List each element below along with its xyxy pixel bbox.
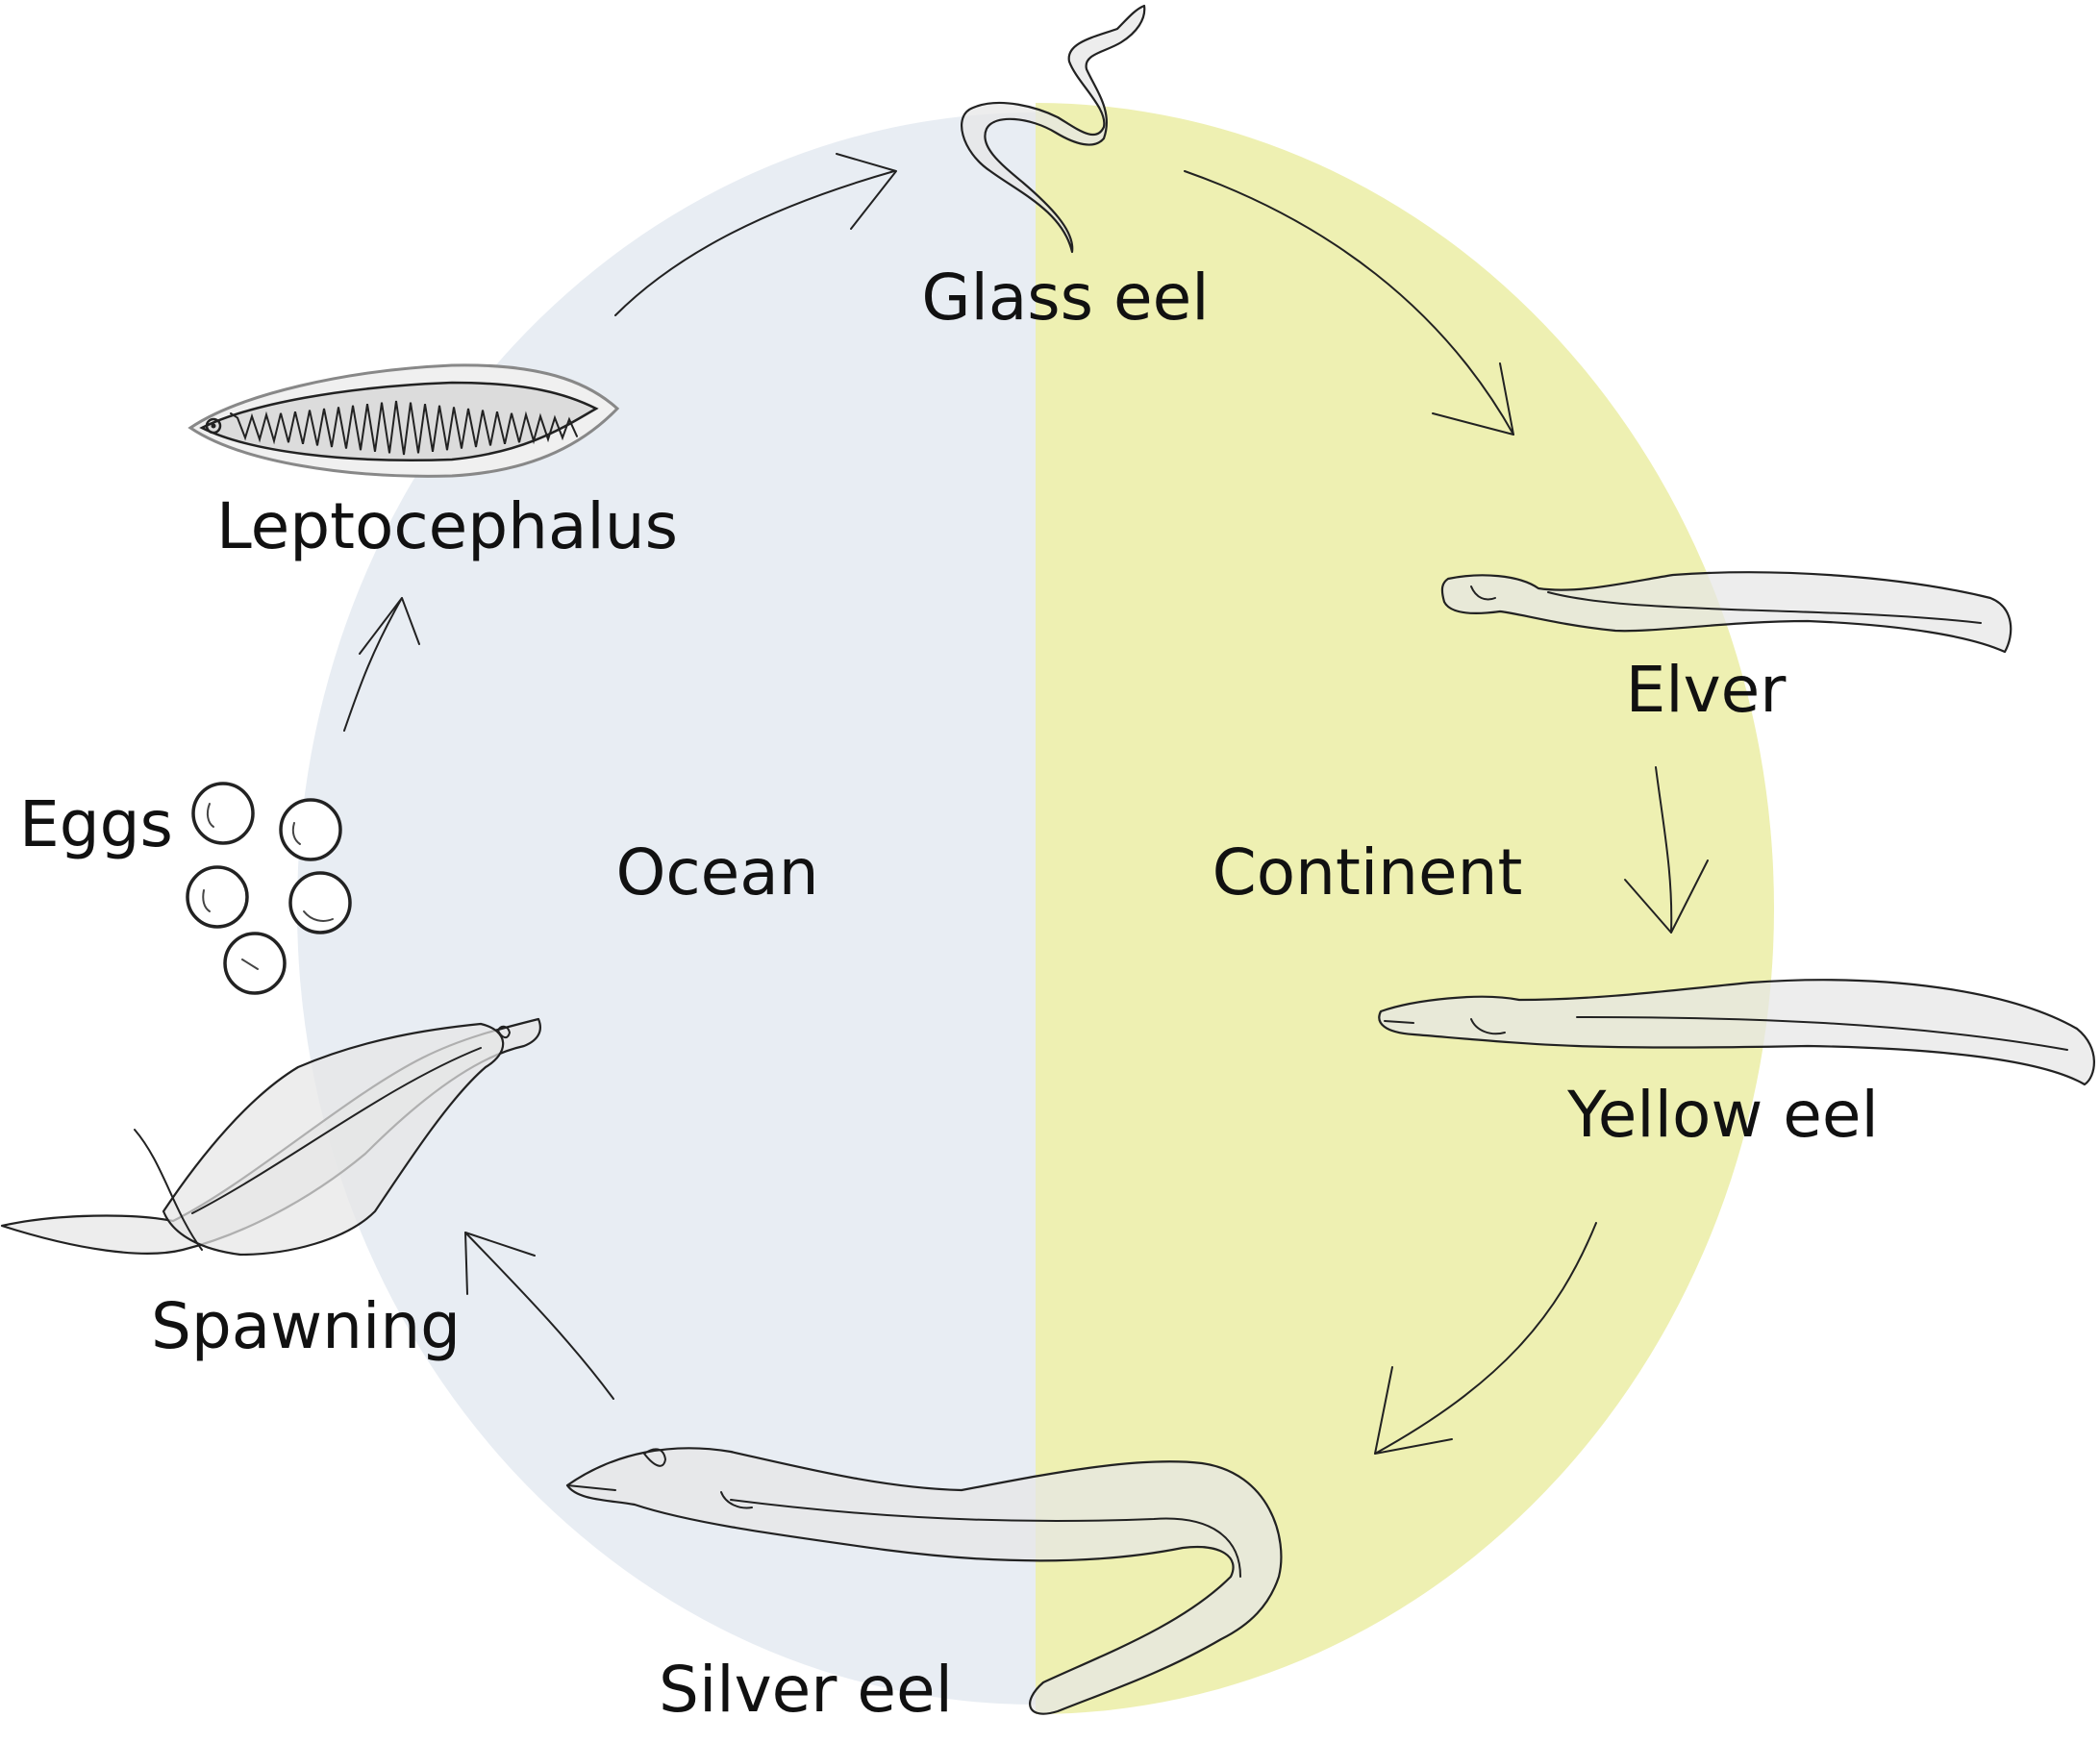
egg: [186, 865, 249, 929]
silver-eel-label: Silver eel: [659, 1653, 953, 1727]
ocean-region: [297, 112, 1036, 1705]
egg: [279, 798, 342, 861]
elver-illustration: [1440, 571, 2012, 654]
arrow-silver-eel-to-spawning: [464, 1232, 614, 1400]
elver-label: Elver: [1626, 653, 1788, 727]
continent-region: [1036, 103, 1774, 1714]
continent-label: Continent: [1212, 835, 1523, 909]
cycle-arrows: [343, 153, 1709, 1455]
glass-eel-illustration: [961, 4, 1146, 254]
eggs-illustration: [186, 782, 352, 995]
yellow-eel-illustration: [1378, 979, 2095, 1086]
arrow-eggs-to-leptocephalus: [343, 597, 420, 732]
ocean-label: Ocean: [615, 835, 818, 909]
silver-eel-illustration: [565, 1447, 1283, 1715]
leptocephalus-illustration: [188, 363, 620, 478]
arrow-glass-eel-to-elver: [1184, 170, 1514, 436]
leptocephalus-label: Leptocephalus: [216, 489, 678, 563]
arrow-yellow-eel-to-silver-eel: [1374, 1222, 1597, 1455]
arrow-leptocephalus-to-glass-eel: [614, 153, 897, 316]
yellow-eel-label: Yellow eel: [1566, 1078, 1879, 1152]
egg: [191, 782, 255, 845]
spawning-illustration: [0, 1017, 541, 1257]
eggs-label: Eggs: [19, 787, 173, 861]
egg: [223, 932, 287, 995]
glass-eel-label: Glass eel: [921, 261, 1209, 335]
spawning-label: Spawning: [151, 1289, 461, 1363]
egg: [288, 871, 352, 934]
arrow-elver-to-yellow-eel: [1624, 766, 1709, 934]
